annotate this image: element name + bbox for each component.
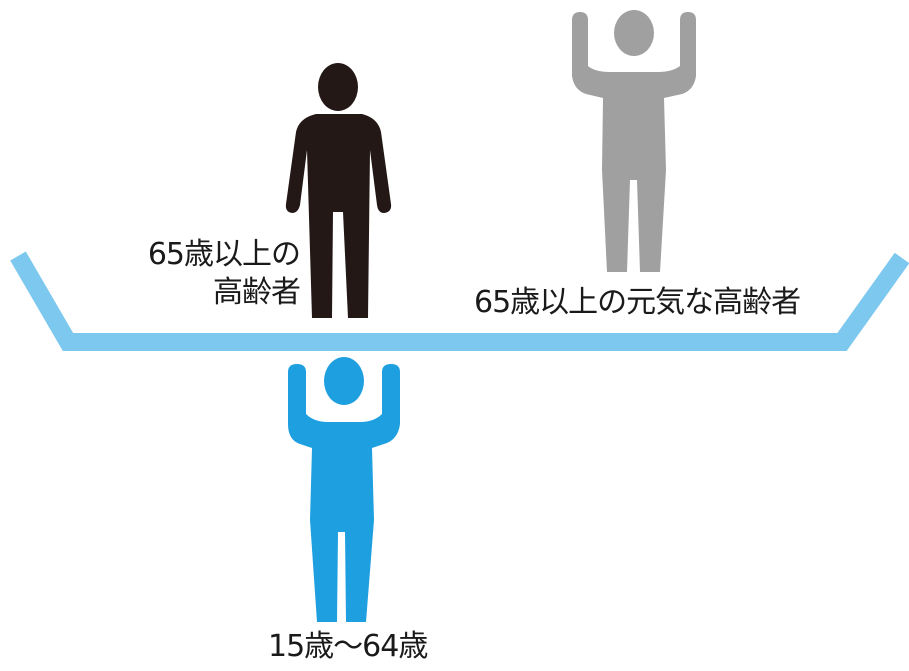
elderly-label-line1: 65歳以上の [147, 237, 301, 272]
elderly-label-line2: 高齢者 [213, 275, 301, 310]
working-age-label: 15歳～64歳 [268, 629, 428, 664]
healthy-elderly-label: 65歳以上の元気な高齢者 [474, 285, 801, 320]
support-beam [10, 251, 909, 351]
elderly-person-figure [285, 63, 392, 318]
healthy-elderly-person-figure [572, 10, 696, 272]
elderly-label: 65歳以上の 高齢者 [140, 236, 301, 312]
working-age-person-figure [288, 357, 400, 622]
